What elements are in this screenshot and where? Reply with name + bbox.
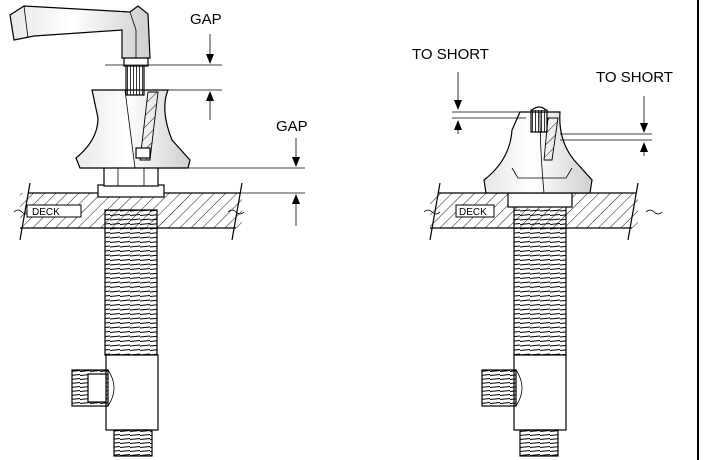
left-lever-handle [9,5,151,59]
right-spline-stem [530,106,548,133]
left-bottom-gap-label: GAP [276,118,308,135]
right-to-short-right-dimension [560,96,652,156]
left-deck-label: DECK [32,207,60,218]
right-to-short-right-label: TO SHORT [596,69,673,86]
left-top-gap-dimension [105,34,222,120]
right-shank [507,192,573,356]
left-spline-stem [123,55,149,96]
right-to-short-left-label: TO SHORT [412,46,489,63]
right-valve-body [481,354,567,457]
left-escutcheon [75,89,191,169]
left-bottom-gap-dimension [160,138,305,226]
left-valve-assembly: GAP GAP DECK [9,5,308,457]
right-valve-assembly: TO SHORT TO SHORT DECK [412,46,673,457]
left-shank [104,209,158,356]
left-valve-body [71,354,159,457]
right-deck-label: DECK [459,207,487,218]
right-to-short-left-dimension [452,72,526,134]
left-top-gap-label: GAP [190,11,222,28]
